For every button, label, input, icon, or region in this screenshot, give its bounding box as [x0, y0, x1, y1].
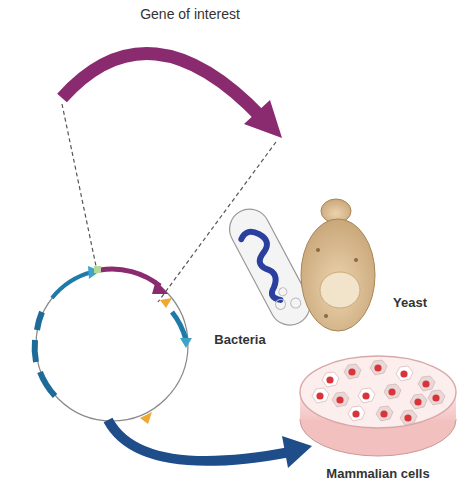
- cell: [410, 394, 427, 409]
- cell: [428, 390, 445, 405]
- plasmid: [35, 266, 192, 424]
- organism-label: Mammalian cells: [326, 466, 429, 481]
- gene-label: Gene of interest: [140, 6, 240, 22]
- petri-dish: [300, 356, 456, 456]
- cell: [370, 360, 387, 375]
- cell: [344, 364, 361, 379]
- cell: [396, 366, 413, 381]
- cell: [312, 388, 329, 403]
- guide-line: [62, 104, 96, 266]
- gene-arrow: [62, 54, 262, 118]
- gene-arrowhead: [244, 100, 282, 138]
- cell: [400, 410, 417, 425]
- organism-label: Bacteria: [214, 332, 265, 347]
- transfer-arrowhead: [282, 436, 312, 468]
- cell: [418, 376, 435, 391]
- cell: [358, 388, 375, 403]
- cell: [376, 406, 393, 421]
- cell: [322, 372, 339, 387]
- cell: [384, 384, 401, 399]
- organism-label: Yeast: [393, 295, 427, 310]
- cell: [332, 392, 349, 407]
- cell: [348, 406, 365, 421]
- transfer-arrow: [108, 420, 290, 461]
- yeast-cell: [301, 199, 375, 331]
